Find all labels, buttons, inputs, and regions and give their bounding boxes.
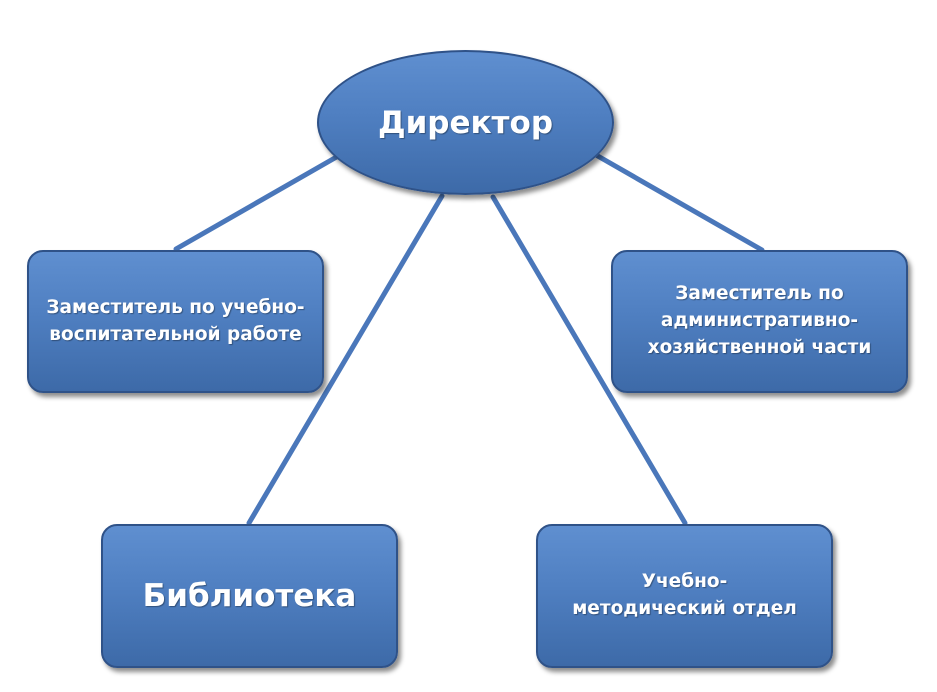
methodical-line-2: методический отдел bbox=[572, 598, 797, 619]
library-node: Библиотека bbox=[101, 524, 398, 668]
connector-director-library bbox=[246, 193, 445, 526]
library-label: Библиотека bbox=[142, 578, 357, 614]
connector-director-deputy-education bbox=[173, 152, 343, 252]
director-label: Директор bbox=[377, 104, 554, 141]
deputy-admin-node: Заместитель по административно- хозяйств… bbox=[611, 250, 908, 393]
deputy-admin-line-3: хозяйственной части bbox=[647, 336, 872, 358]
deputy-education-line-1: Заместитель по учебно- bbox=[46, 296, 305, 318]
methodical-line-1: Учебно- bbox=[641, 571, 728, 593]
methodical-department-label: Учебно- методический отдел bbox=[572, 569, 797, 623]
deputy-education-node: Заместитель по учебно- воспитательной ра… bbox=[27, 250, 324, 393]
deputy-admin-line-2: административно- bbox=[660, 310, 859, 332]
deputy-education-line-2: воспитательной работе bbox=[49, 323, 302, 345]
director-node: Директор bbox=[317, 50, 614, 195]
connector-director-methodical bbox=[490, 194, 688, 526]
deputy-admin-line-1: Заместитель по bbox=[675, 283, 844, 305]
methodical-department-node: Учебно- методический отдел bbox=[536, 524, 833, 668]
connector-director-deputy-admin bbox=[593, 152, 765, 253]
deputy-admin-label: Заместитель по административно- хозяйств… bbox=[648, 281, 872, 361]
deputy-education-label: Заместитель по учебно- воспитательной ра… bbox=[46, 295, 304, 349]
